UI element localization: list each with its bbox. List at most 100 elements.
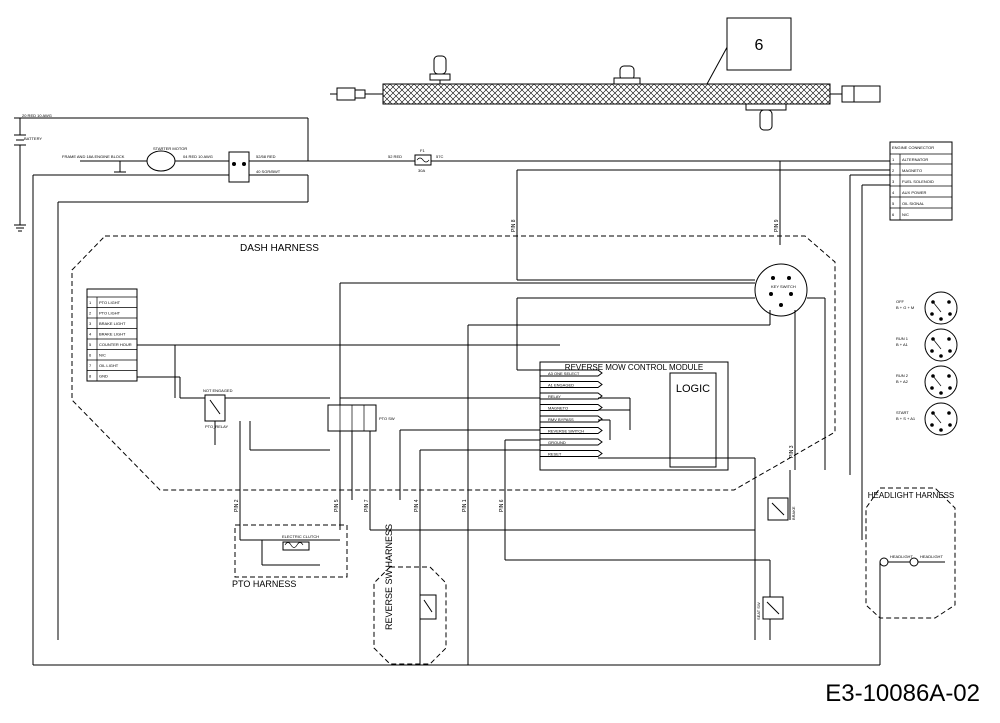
key-state-logic: B + A2: [896, 379, 909, 384]
dash-table-row: BRAKE LIGHT: [99, 332, 126, 337]
logic-label: LOGIC: [676, 383, 710, 395]
fuse-rating: 30A: [418, 168, 425, 173]
module-pin-label: GROUND: [548, 440, 566, 445]
solenoid-out-label: 52/58 RED: [256, 154, 276, 159]
module-pin-label: A3 ONE SELECT: [548, 371, 580, 376]
module-pin: [539, 427, 603, 434]
key-state-position: START: [896, 410, 909, 415]
dash-table-row: OIL LIGHT: [99, 363, 119, 368]
brake-label: BRAKE: [791, 506, 796, 520]
engine-table-pin: 3: [892, 179, 895, 184]
dash-table-row: PTO LIGHT: [99, 311, 121, 316]
starter-solenoid: [228, 151, 250, 183]
callout-box: [726, 17, 792, 71]
reverse-sw-harness-label: REVERSE SW HARNESS: [384, 524, 394, 630]
dash-table-pin: 5: [89, 342, 92, 347]
dash-table-row: COUNTER HOUR: [99, 342, 132, 347]
not-engaged-label: NOT ENGAGED: [203, 388, 233, 393]
dash-connector-table: [86, 288, 138, 382]
module-pin: [539, 450, 603, 457]
pin-label: PIN 6: [499, 499, 505, 512]
engine-table-pin: 4: [892, 190, 895, 195]
key-state-diagram: [924, 365, 958, 399]
key-state-position: RUN 2: [896, 373, 909, 378]
module-pin: [539, 381, 603, 388]
pin-label: PIN 2: [234, 499, 240, 512]
headlight-harness-outline: [865, 487, 956, 619]
module-pin: [539, 438, 603, 446]
engine-table-pin: 5: [892, 201, 895, 206]
key-switch-label: KEY SWITCH: [771, 284, 796, 289]
starter-solenoid-group: [80, 150, 890, 183]
ground-wire-label: 40 SGR/BWT: [256, 169, 281, 174]
key-state-position: OFF: [896, 299, 905, 304]
engine-table-pin: 6: [892, 212, 895, 217]
reverse-switch: [419, 594, 437, 620]
module-pin-label: RESET: [548, 452, 562, 457]
seat-switch: [762, 596, 784, 620]
pin-label: PIN 1: [462, 499, 468, 512]
pin-label: PIN 5: [334, 499, 340, 512]
dash-table-pin: 8: [89, 374, 92, 379]
pto-harness-outline: [234, 524, 348, 578]
dash-table-pin: 7: [89, 363, 92, 368]
pin-label: PIN 8: [511, 219, 517, 232]
clutch-label: ELECTRIC CLUTCH: [282, 534, 319, 539]
seat-label: SEAT SW: [756, 602, 761, 620]
module-pin-label: RMV BYPASS: [548, 417, 574, 422]
dash-table-pin: 3: [89, 321, 92, 326]
module-pin-label: A1 ENGAGED: [548, 383, 574, 388]
harness-conduit: [330, 17, 881, 131]
engine-table-title: ENGINE CONNECTOR: [892, 145, 934, 150]
fuse-label: F1: [420, 148, 425, 153]
key-state-logic: B + S + A1: [896, 416, 916, 421]
module-pin-label: RELAY: [548, 394, 561, 399]
pto-relay-label: PTO_RELAY: [205, 424, 229, 429]
logic-block: [669, 372, 717, 468]
engine-table-row: N/C: [902, 212, 909, 217]
engine-connector-table: [889, 141, 953, 221]
brake-switch: [767, 497, 789, 521]
engine-table-row: AUX POWER: [902, 190, 927, 195]
headlights: [879, 557, 945, 665]
dash-table-pin: 1: [89, 300, 92, 305]
engine-table-row: FUEL SOLENOID: [902, 179, 934, 184]
dash-table-row: BRAKE LIGHT: [99, 321, 126, 326]
module-title: REVERSE MOW CONTROL MODULE: [565, 363, 703, 372]
pin-label: PIN 3: [789, 445, 795, 458]
dash-table-row: PTO LIGHT: [99, 300, 121, 305]
module-pin: [539, 369, 603, 377]
solenoid-wire-label: 04 RED 10 AWG: [183, 154, 213, 159]
pto-switch: [327, 404, 377, 432]
battery-label: BATTERY: [24, 136, 42, 141]
headlight-left-label: HEADLIGHT: [890, 554, 913, 559]
fuse-in-label: 52 RED: [388, 154, 402, 159]
callout-number: 6: [755, 37, 764, 54]
engine-table-row: MAGNETO: [902, 168, 922, 173]
electric-clutch: [261, 539, 340, 566]
dash-table-row: N/C: [99, 353, 106, 358]
engine-table-pin: 2: [892, 168, 895, 173]
key-state-diagram: [924, 402, 958, 436]
starter-label: STARTER MOTOR: [153, 146, 187, 151]
module-pin-label: REVERSE SWITCH: [548, 429, 584, 434]
key-switch: [754, 263, 808, 317]
engine-table-row: ALTERNATOR: [902, 157, 928, 162]
dash-harness-label: DASH HARNESS: [240, 243, 319, 254]
dash-table-pin: 4: [89, 332, 92, 337]
dash-table-pin: 2: [89, 311, 92, 316]
key-state-diagram: [924, 328, 958, 362]
key-state-logic: B + G + M: [896, 305, 914, 310]
pin-label: PIN 4: [414, 499, 420, 512]
pin-label: PIN 9: [774, 219, 780, 232]
frame-ground-label: FRAME AND 18A ENGINE BLOCK: [62, 154, 125, 159]
engine-table-pin: 1: [892, 157, 895, 162]
module-pin: [539, 404, 603, 411]
engine-table-row: OIL SIGNAL: [902, 201, 925, 206]
dash-table-row: GND: [99, 374, 108, 379]
key-state-logic: B + A1: [896, 342, 909, 347]
headlight-right-label: HEADLIGHT: [920, 554, 943, 559]
key-state-position: RUN 1: [896, 336, 909, 341]
module-pin-label: MAGNETO: [548, 406, 568, 411]
